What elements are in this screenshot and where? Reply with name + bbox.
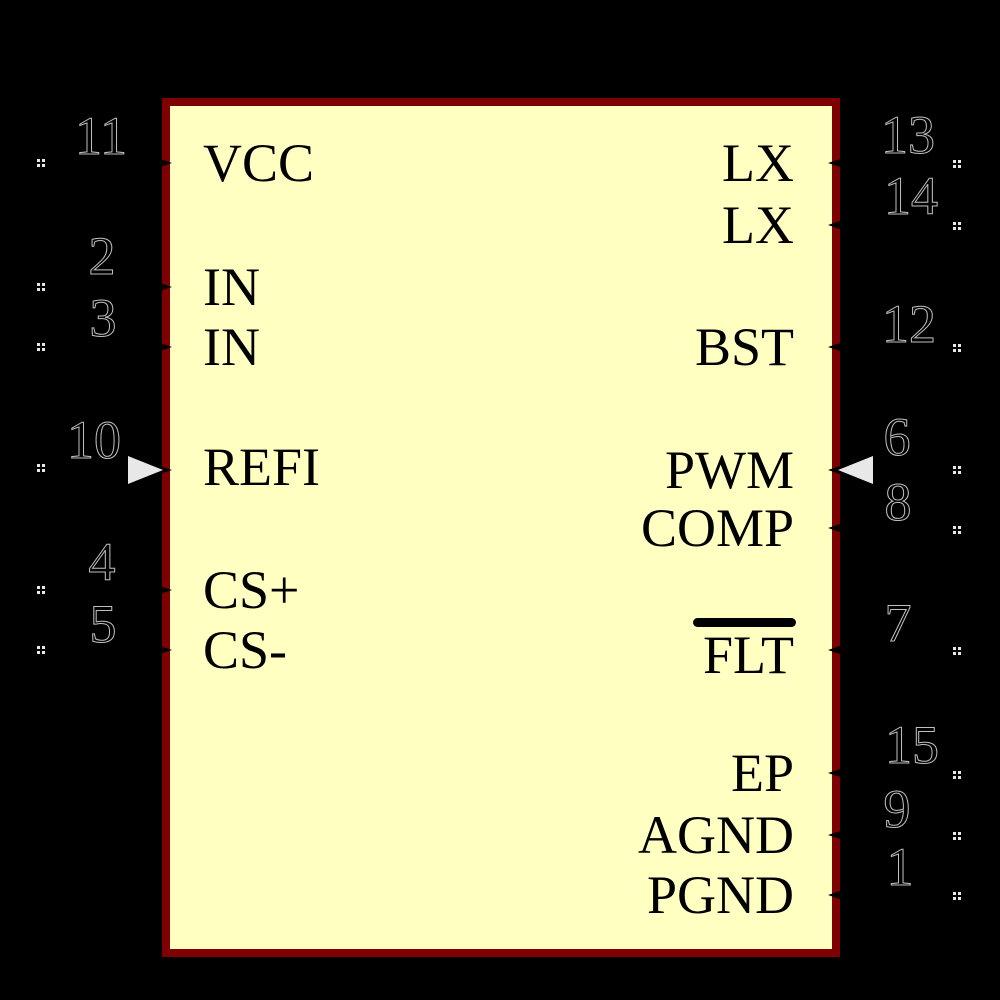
- pin-stub-1[interactable]: [828, 888, 849, 902]
- pin-end-marker-icon-11: [37, 159, 45, 167]
- pin-end-marker-icon-2: [37, 283, 45, 291]
- pin-number-1[interactable]: 1: [886, 837, 914, 898]
- pin-stub-13[interactable]: [828, 156, 849, 170]
- pin-label-in-1[interactable]: IN: [203, 257, 260, 317]
- pin-end-marker-icon-5: [37, 646, 45, 654]
- pin-label-in-2[interactable]: IN: [203, 317, 260, 377]
- flt-active-low-overline: [693, 618, 796, 627]
- pin-number-2[interactable]: 2: [88, 226, 116, 287]
- pin-end-marker-icon-6: [953, 466, 961, 474]
- pin-end-marker-icon-14: [953, 222, 961, 230]
- pin-stub-7[interactable]: [828, 643, 849, 657]
- pin-label-refi[interactable]: REFI: [203, 437, 321, 497]
- pin-number-7[interactable]: 7: [884, 593, 912, 654]
- pin-label-vcc[interactable]: VCC: [203, 133, 315, 193]
- input-arrow-icon-refi: [128, 456, 163, 484]
- pin-number-10[interactable]: 10: [67, 410, 122, 471]
- pin-end-marker-icon-1: [953, 892, 961, 900]
- pin-stub-5[interactable]: [151, 643, 172, 657]
- pin-end-marker-icon-9: [953, 832, 961, 840]
- pin-stub-4[interactable]: [151, 583, 172, 597]
- pin-number-14[interactable]: 14: [884, 166, 939, 227]
- pin-end-marker-icon-15: [953, 771, 961, 779]
- pin-number-13[interactable]: 13: [881, 105, 936, 166]
- pin-end-marker-icon-7: [953, 647, 961, 655]
- component-body[interactable]: VCC IN IN REFI CS+ CS- LX LX BST PWM COM…: [162, 98, 840, 957]
- pin-stub-12[interactable]: [828, 340, 849, 354]
- pin-label-cs-minus[interactable]: CS-: [203, 620, 288, 680]
- pin-label-pwm[interactable]: PWM: [664, 440, 794, 500]
- pin-end-marker-icon-12: [953, 344, 961, 352]
- pin-number-15[interactable]: 15: [885, 715, 940, 776]
- pin-label-lx-2[interactable]: LX: [722, 195, 794, 255]
- pin-stub-3[interactable]: [151, 340, 172, 354]
- pin-label-pgnd[interactable]: PGND: [646, 865, 794, 925]
- pin-stub-14[interactable]: [828, 218, 849, 232]
- pin-label-lx-1[interactable]: LX: [722, 133, 794, 193]
- pin-number-4[interactable]: 4: [88, 532, 116, 593]
- pin-number-12[interactable]: 12: [882, 294, 937, 355]
- pin-stub-8[interactable]: [828, 521, 849, 535]
- pin-end-marker-icon-8: [953, 526, 961, 534]
- pin-label-flt[interactable]: FLT: [702, 625, 794, 685]
- pin-number-8[interactable]: 8: [884, 472, 912, 533]
- pin-number-11[interactable]: 11: [75, 106, 128, 167]
- pin-label-bst[interactable]: BST: [694, 317, 794, 377]
- pin-stub-15[interactable]: [828, 766, 849, 780]
- pin-stub-9[interactable]: [828, 828, 849, 842]
- pin-number-9[interactable]: 9: [883, 779, 911, 840]
- pin-label-ep[interactable]: EP: [730, 743, 794, 803]
- pin-number-6[interactable]: 6: [883, 407, 911, 468]
- pin-end-marker-icon-13: [953, 160, 961, 168]
- pin-end-marker-icon-4: [37, 586, 45, 594]
- pin-end-marker-icon-3: [37, 343, 45, 351]
- pin-number-3[interactable]: 3: [89, 288, 117, 349]
- pin-label-agnd[interactable]: AGND: [638, 805, 794, 865]
- pin-stub-2[interactable]: [151, 280, 172, 294]
- pin-label-comp[interactable]: COMP: [640, 498, 794, 558]
- pin-end-marker-icon-10: [37, 464, 45, 472]
- input-arrow-icon-pwm: [838, 456, 873, 484]
- pin-label-cs-plus[interactable]: CS+: [203, 560, 300, 620]
- pin-stub-11[interactable]: [151, 156, 172, 170]
- pin-number-5[interactable]: 5: [89, 594, 117, 655]
